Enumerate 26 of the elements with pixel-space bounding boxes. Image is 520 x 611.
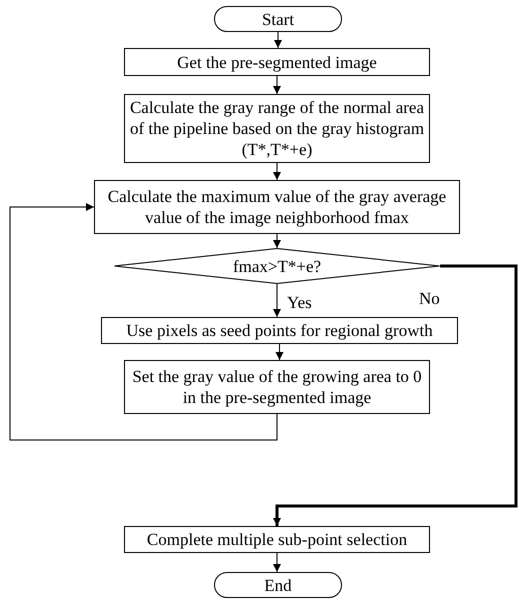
- node-text: Calculate the gray range of the normal area of the pipeline based on the gray histogram (T*,T*+e): [128, 97, 426, 160]
- process-box: [94, 180, 460, 234]
- decision-diamond: [114, 248, 440, 284]
- arrow: [273, 284, 281, 318]
- node-text: Set the gray value of the growing area to 0 in the pre-segmented image: [131, 366, 423, 408]
- arrow: [10, 203, 278, 440]
- process-box: [101, 317, 458, 344]
- arrow: [276, 344, 284, 360]
- node-text: Use pixels as seed points for regional growth: [125, 320, 434, 341]
- process-box: [124, 48, 430, 76]
- terminal-shape: [214, 572, 342, 598]
- arrow: [273, 162, 281, 180]
- node-text: Calculate the maximum value of the gray average value of the image neighborhood fmax: [106, 186, 448, 228]
- process-box: [124, 526, 430, 553]
- node-text: Get the pre-segmented image: [176, 52, 378, 72]
- node-text: Start: [260, 8, 296, 30]
- node-text: End: [263, 574, 293, 596]
- arrow: [273, 264, 518, 526]
- arrow: [273, 552, 281, 572]
- terminal-shape: [214, 6, 342, 32]
- arrow: [274, 32, 282, 48]
- arrow: [273, 76, 281, 94]
- node-text: fmax>T*+e?: [232, 256, 322, 276]
- process-box: [124, 360, 430, 414]
- node-text: Complete multiple sub-point selection: [146, 529, 408, 550]
- arrow: [273, 234, 281, 248]
